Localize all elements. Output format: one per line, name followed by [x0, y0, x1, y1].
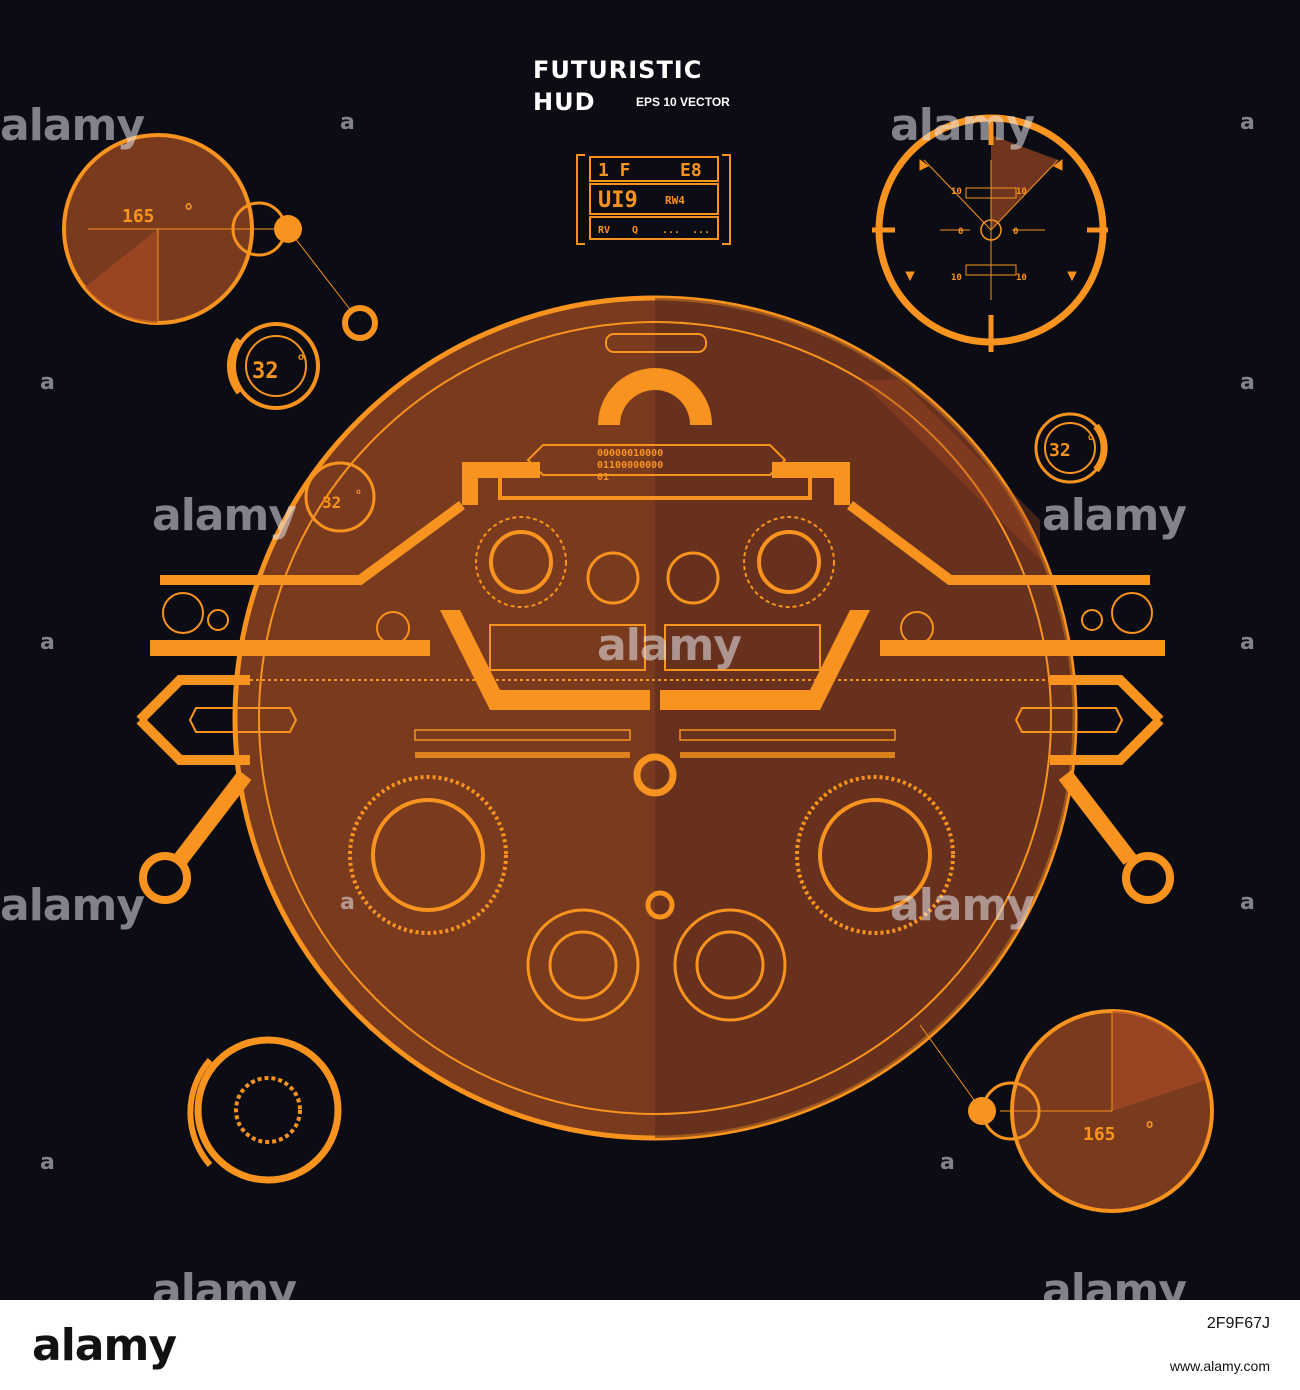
watermark-mark: a	[1240, 890, 1255, 915]
gauge-32-inner-degree: o	[356, 487, 361, 496]
watermark: alamy	[597, 620, 742, 671]
watermark-mark: a	[1240, 110, 1255, 135]
data-box-row3-c: ...	[662, 225, 680, 236]
ring-bottom-left	[187, 1036, 342, 1184]
binary-line-2: 01100000000	[597, 460, 663, 471]
data-box-row3-d: ...	[692, 225, 710, 236]
image-id: 2F9F67J	[1206, 1315, 1270, 1332]
title-line-1: FUTURISTIC	[533, 56, 703, 84]
gauge-32-left	[227, 322, 320, 410]
watermark: alamy	[890, 100, 1035, 151]
watermark-mark: a	[1240, 370, 1255, 395]
gauge-32-right-degree: o	[1088, 433, 1093, 443]
watermark: alamy	[152, 490, 297, 541]
watermark-mark: a	[340, 110, 355, 135]
watermark: alamy	[1042, 490, 1187, 541]
gauge-32-left-value: 32	[252, 359, 279, 384]
title-line-2: HUD	[533, 88, 596, 116]
scope-tick-2: 10	[1016, 187, 1027, 197]
hud-graphic: 1 F E8 UI9 RW4 RV Q ... ... 165 o 32 o	[62, 114, 1214, 1213]
watermark-mark: a	[40, 370, 55, 395]
angle-value-bottom-right: 165	[1083, 1124, 1116, 1145]
binary-line-3: 01	[597, 472, 609, 483]
gauge-32-right	[1034, 412, 1108, 484]
degree-mark-top-left: o	[185, 199, 192, 213]
degree-mark-bottom-right: o	[1146, 1117, 1153, 1131]
main-panel	[136, 295, 1174, 1141]
footer-bar: alamy 2F9F67J www.alamy.com	[0, 1300, 1300, 1390]
gauge-32-right-value: 32	[1049, 440, 1071, 461]
watermark-mark: a	[940, 1150, 955, 1175]
gauge-32-inner-value: 32	[322, 493, 341, 512]
brand-logo: alamy	[32, 1320, 177, 1371]
hud-canvas: FUTURISTIC HUD EPS 10 VECTOR 1 F E8 UI9 …	[0, 0, 1300, 1316]
scope-zero-right: 0	[1013, 227, 1018, 237]
scope-crosshair	[872, 114, 1108, 352]
watermark: alamy	[0, 100, 145, 151]
data-box	[576, 154, 731, 245]
data-box-row2-b: RW4	[665, 194, 685, 207]
watermark-mark: a	[1240, 630, 1255, 655]
angle-dial-bottom-right	[919, 1009, 1214, 1213]
binary-line-1: 00000010000	[597, 448, 663, 459]
subtitle: EPS 10 VECTOR	[636, 95, 730, 109]
scope-tick-1: 10	[951, 187, 962, 197]
data-box-row1-a: 1 F	[598, 160, 631, 181]
scope-tick-3: 10	[951, 273, 962, 283]
scope-zero-left: 0	[958, 227, 963, 237]
data-box-row1-b: E8	[680, 160, 702, 181]
watermark-mark: a	[340, 890, 355, 915]
watermark: alamy	[890, 880, 1035, 931]
data-box-row3-b: Q	[632, 225, 638, 236]
watermark: alamy	[0, 880, 145, 931]
data-box-row3-a: RV	[598, 225, 610, 236]
gauge-32-left-degree: o	[298, 352, 304, 363]
angle-dial-top-left	[62, 133, 378, 341]
watermark-mark: a	[40, 630, 55, 655]
scope-tick-4: 10	[1016, 273, 1027, 283]
site-url: www.alamy.com	[1169, 1358, 1270, 1374]
data-box-row2-a: UI9	[598, 188, 638, 213]
angle-value-top-left: 165	[122, 206, 155, 227]
watermark-mark: a	[40, 1150, 55, 1175]
